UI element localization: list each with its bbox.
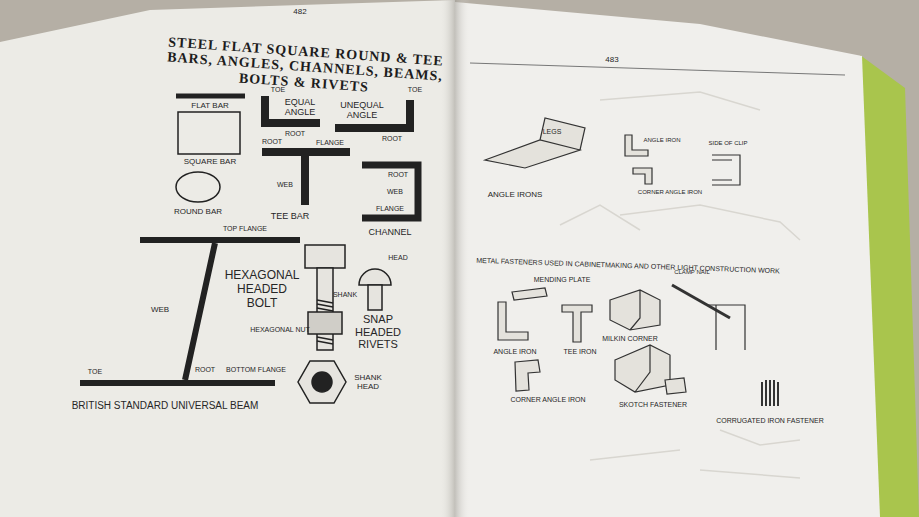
part-label: LEGS <box>543 128 562 136</box>
page-number: 483 <box>605 55 618 64</box>
bolt-nut <box>308 312 342 334</box>
square-bar <box>178 112 240 154</box>
part-label: SQUARE BAR <box>184 157 236 166</box>
part-label: ANGLE IRON <box>493 348 536 356</box>
part-label: SHANK <box>333 291 357 299</box>
right-page <box>455 2 880 517</box>
part-label: FLANGE <box>316 139 344 147</box>
page-rule <box>470 63 845 75</box>
part-label: WEB <box>151 305 169 314</box>
part-label: CORNER ANGLE IRON <box>638 189 702 196</box>
corner-angle-small <box>633 168 652 184</box>
bolt-shank <box>317 268 333 350</box>
part-label: FLANGE <box>376 205 404 213</box>
angle-irons-drawing <box>485 118 585 168</box>
corner-angle-plate <box>515 360 540 391</box>
steel-sections <box>80 96 418 383</box>
part-label: CORRUGATED IRON FASTENER <box>716 417 824 425</box>
part-label: TEE IRON <box>563 348 596 356</box>
part-label: ROUND BAR <box>174 207 222 216</box>
clamp-nail <box>672 285 730 318</box>
hexagon-end <box>298 361 346 403</box>
part-label: UNEQUAL ANGLE <box>337 100 387 121</box>
part-label: HEXAGONAL HEADED BOLT <box>222 269 302 310</box>
unequal-angle <box>335 100 410 128</box>
part-label: FLAT BAR <box>191 101 229 110</box>
part-label: TOP FLANGE <box>223 225 267 233</box>
corrugated-fastener <box>762 380 778 406</box>
part-label: TOE <box>88 368 102 376</box>
mending-plate <box>512 288 547 300</box>
part-label: WEB <box>277 181 293 189</box>
part-label: EQUAL ANGLE <box>278 97 322 118</box>
part-label: HEAD <box>388 254 407 262</box>
part-label: BRITISH STANDARD UNIVERSAL BEAM <box>72 400 259 412</box>
part-label: ROOT <box>285 130 305 138</box>
part-label: BOTTOM FLANGE <box>226 366 286 374</box>
universal-beam <box>80 240 300 383</box>
flat-bar <box>176 94 245 99</box>
part-label: MENDING PLATE <box>534 276 591 284</box>
part-label: SKOTCH FASTENER <box>619 401 687 409</box>
page-number: 482 <box>293 7 306 16</box>
part-label: TOE <box>271 86 285 94</box>
part-label: ROOT <box>388 171 408 179</box>
part-label: CLAMP NAIL <box>674 269 710 276</box>
round-bar <box>176 172 220 202</box>
part-label: ROOT <box>195 366 215 374</box>
channel <box>362 165 418 218</box>
skotch-block <box>615 345 670 392</box>
bolt-head <box>305 245 345 268</box>
tee-bar <box>262 152 350 205</box>
skotch-fastener <box>665 378 686 394</box>
angle-iron-plate <box>498 302 528 340</box>
part-label: ROOT <box>262 138 282 146</box>
part-label: ANGLE IRONS <box>488 190 543 199</box>
part-label: CHANNEL <box>368 227 411 237</box>
part-label: CORNER ANGLE IRON <box>510 396 585 404</box>
tee-iron-plate <box>562 305 592 342</box>
milkin-corner <box>610 290 660 330</box>
part-label: TEE BAR <box>271 211 310 221</box>
part-label: SHANK HEAD <box>353 373 383 391</box>
shank-hole <box>312 372 332 392</box>
part-label: MILKIN CORNER <box>602 335 658 343</box>
spine-shadow <box>440 0 470 517</box>
bolt-thread <box>317 300 333 344</box>
rivet-shank <box>368 285 382 310</box>
rivet-head <box>359 269 391 285</box>
clamp-frame <box>708 305 745 350</box>
section-heading: METAL FASTENERS USED IN CABINETMAKING AN… <box>463 256 793 276</box>
part-label: ROOT <box>382 135 402 143</box>
side-clip <box>712 155 740 185</box>
part-label: SNAP HEADED RIVETS <box>348 313 408 351</box>
part-label: SIDE OF CLIP <box>708 140 747 147</box>
part-label: HEXAGONAL NUT <box>250 326 310 334</box>
part-label: WEB <box>387 188 403 196</box>
part-label: ANGLE IRON <box>643 137 680 144</box>
part-label: TOE <box>408 86 422 94</box>
